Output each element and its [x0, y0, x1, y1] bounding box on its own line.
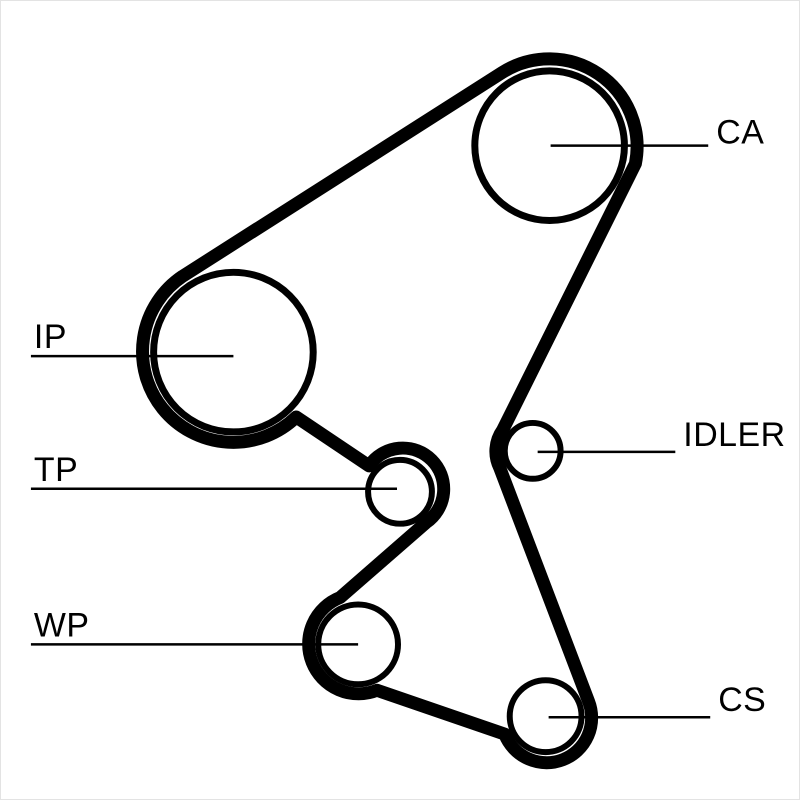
label-tp: TP	[34, 451, 78, 489]
label-ca: CA	[716, 114, 764, 152]
pulley-tp	[365, 456, 435, 527]
label-cs: CS	[718, 681, 766, 719]
label-idler: IDLER	[683, 416, 785, 454]
label-wp: WP	[34, 606, 90, 644]
belt-path	[136, 52, 644, 770]
pulley-ip	[150, 268, 317, 436]
label-ip: IP	[34, 318, 67, 356]
